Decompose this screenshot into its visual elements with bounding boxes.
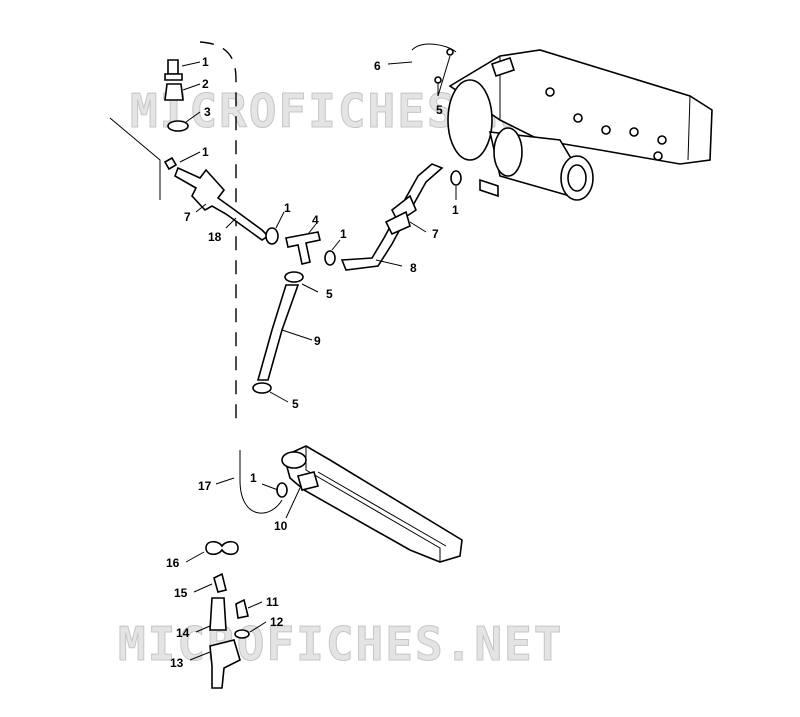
vent-hose-9 (252, 271, 304, 394)
left-hose-assembly (163, 156, 279, 245)
tee-fitting (285, 231, 336, 266)
callout-9: 9 (314, 334, 321, 348)
callout-14: 14 (176, 626, 190, 640)
callout-labels: 1 2 3 1 7 18 1 4 1 5 9 5 6 5 1 7 8 17 1 … (166, 55, 459, 670)
callout-5-mid: 5 (326, 287, 333, 301)
callout-1-mid: 1 (284, 201, 291, 215)
callout-10: 10 (274, 519, 288, 533)
callout-5-bottom: 5 (292, 397, 299, 411)
leader-lines (179, 55, 457, 661)
callout-16: 16 (166, 556, 180, 570)
callout-7-left: 7 (184, 210, 191, 224)
callout-11: 11 (266, 595, 279, 609)
watermark-lower: MICROFICHES.NET (118, 617, 563, 671)
callout-1-right: 1 (452, 203, 459, 217)
callout-3: 3 (204, 105, 211, 119)
callout-2: 2 (202, 77, 209, 91)
right-hose-assembly (340, 163, 462, 271)
callout-4: 4 (312, 213, 319, 227)
frame-guide-lines (109, 41, 283, 514)
callout-1-top: 1 (202, 55, 209, 69)
intake-silencer-assembly (411, 43, 713, 201)
callout-5-top: 5 (436, 103, 443, 117)
callout-13: 13 (170, 656, 184, 670)
callout-1-left: 1 (202, 145, 209, 159)
callout-8: 8 (410, 261, 417, 275)
callout-7-right: 7 (432, 227, 439, 241)
rail-assembly (276, 445, 463, 563)
callout-18: 18 (208, 230, 222, 244)
callout-1-lower: 1 (250, 471, 257, 485)
small-parts-lower (205, 540, 250, 689)
callout-12: 12 (270, 615, 284, 629)
callout-17: 17 (198, 479, 212, 493)
callout-1-mid2: 1 (340, 227, 347, 241)
callout-15: 15 (174, 586, 188, 600)
callout-6: 6 (374, 59, 381, 73)
fitting-stack-top (164, 59, 189, 132)
